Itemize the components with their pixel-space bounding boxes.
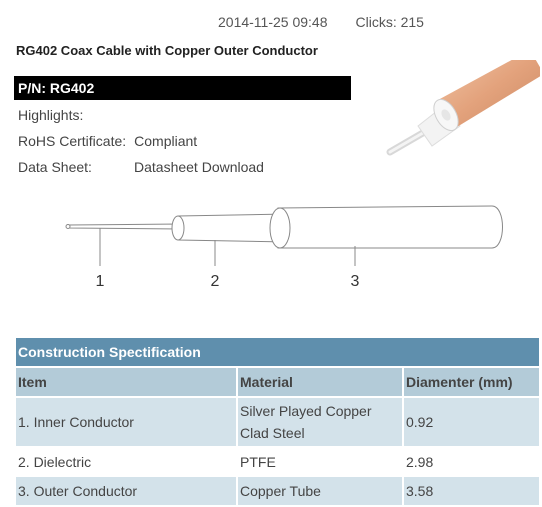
table-header-row: Item Material Diamenter (mm) [16,367,539,398]
construction-spec-table: Construction Spectification Item Materia… [16,338,539,507]
product-title: RG402 Coax Cable with Copper Outer Condu… [16,43,318,58]
article-meta: 2014-11-25 09:48 Clicks: 215 [218,14,424,30]
row-item: 3. Outer Conductor [16,476,237,507]
table-caption-row: Construction Spectification [16,338,539,368]
row-material: Copper Tube [236,476,403,507]
header-diameter: Diamenter (mm) [402,367,539,398]
rohs-row: RoHS Certificate: Compliant [18,133,197,149]
header-material: Material [236,367,403,398]
diagram-label-2: 2 [211,273,220,290]
datasheet-label: Data Sheet: [18,159,92,175]
table-row: 3. Outer Conductor Copper Tube 3.58 [16,476,539,507]
post-date: 2014-11-25 09:48 [218,14,328,30]
row-item: 2. Dielectric [16,447,237,477]
table-row: 2. Dielectric PTFE 2.98 [16,447,539,477]
datasheet-download-link[interactable]: Datasheet Download [134,159,264,175]
highlights-label: Highlights: [18,107,84,123]
row-material: Silver Played Copper Clad Steel [236,397,403,448]
rohs-label: RoHS Certificate: [18,133,127,149]
header-item: Item [16,367,237,398]
cable-photo [386,60,540,156]
table-row: 1. Inner Conductor Silver Played Copper … [16,397,539,448]
row-item: 1. Inner Conductor [16,397,237,448]
click-count: Clicks: 215 [355,14,424,30]
cable-construction-diagram: 1 2 3 [65,205,503,290]
row-material: PTFE [236,447,403,477]
row-diameter: 2.98 [402,447,539,477]
diagram-label-1: 1 [96,273,105,290]
part-number-bar: P/N: RG402 [14,76,351,100]
table-caption: Construction Spectification [16,338,539,368]
diagram-label-3: 3 [351,273,360,290]
rohs-value: Compliant [134,133,198,149]
datasheet-row: Data Sheet: Datasheet Download [18,159,318,175]
row-diameter: 3.58 [402,476,539,507]
row-diameter: 0.92 [402,397,539,448]
